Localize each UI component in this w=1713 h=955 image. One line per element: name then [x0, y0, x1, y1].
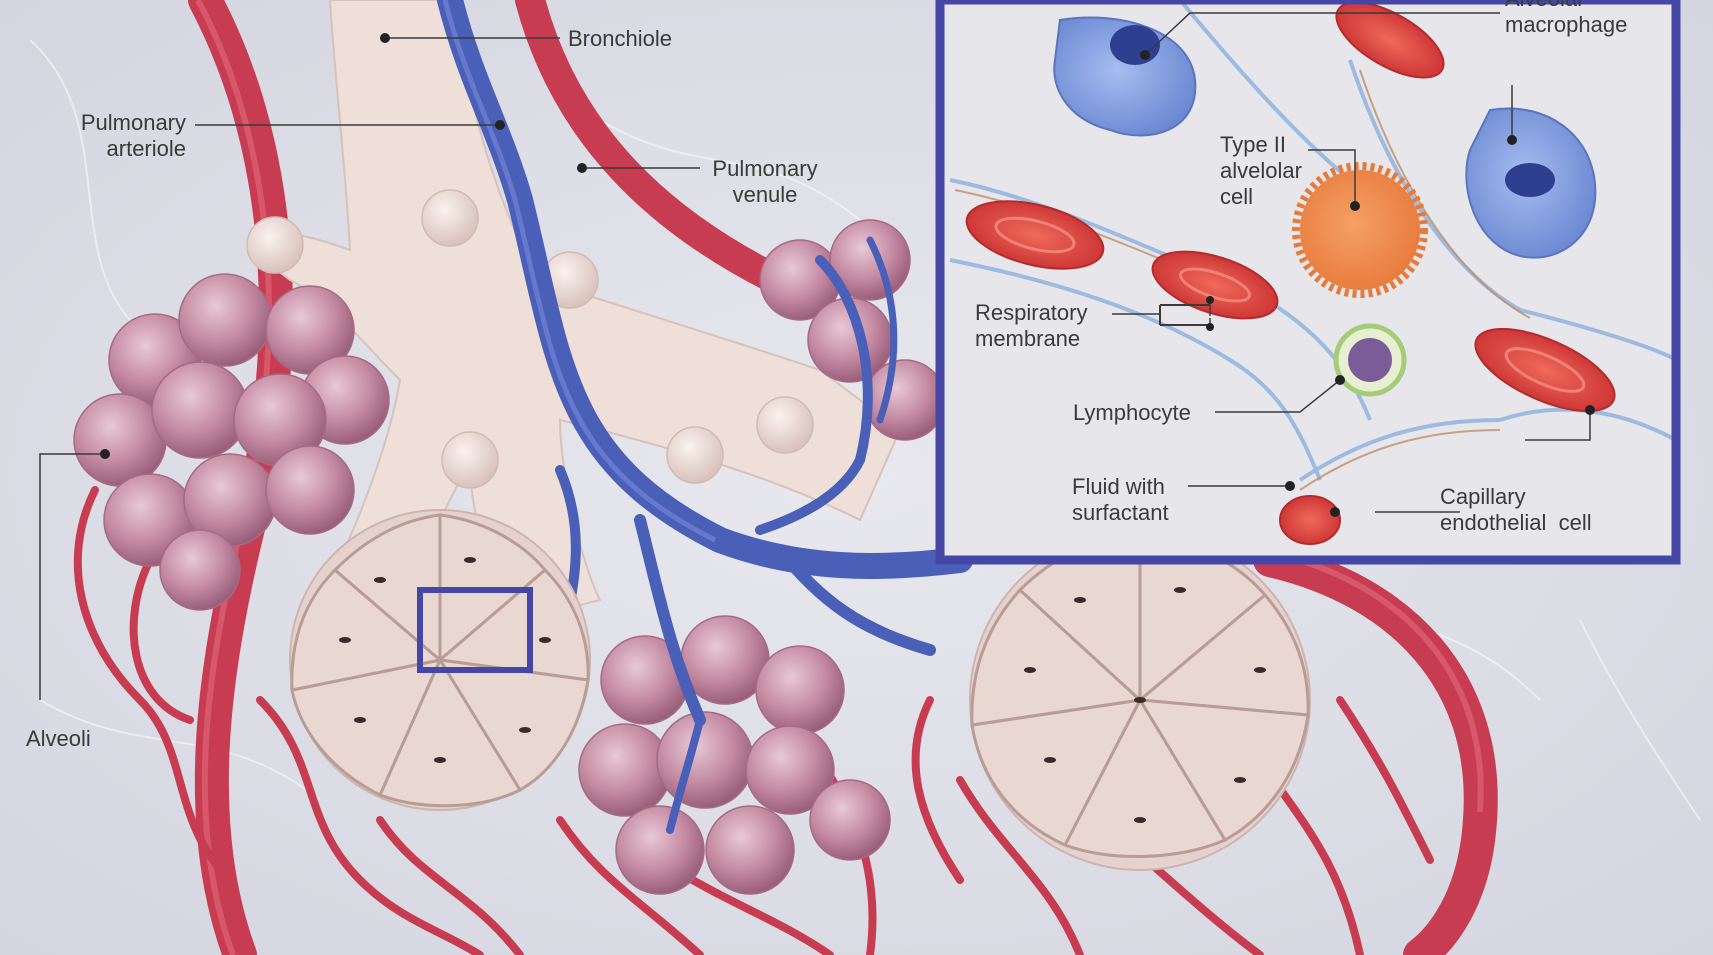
label-pulmonary-venule: Pulmonary venule	[690, 156, 840, 208]
alveolar-sac-section-right	[970, 530, 1310, 870]
alveolar-sac-section-left	[290, 510, 590, 810]
label-pulmonary-venule-line-1: Pulmonary	[690, 156, 840, 182]
label-alveolar-macrophage: Alveolar macrophage	[1505, 0, 1627, 38]
label-capillary-line-1: Capillary	[1440, 484, 1592, 510]
label-pulmonary-arteriole-line-2: arteriole	[46, 136, 186, 162]
label-lymphocyte: Lymphocyte	[1073, 400, 1191, 426]
label-fluid-line-2: surfactant	[1072, 500, 1169, 526]
label-respiratory-membrane: Respiratory membrane	[975, 300, 1087, 352]
inset-panel	[940, 0, 1676, 560]
label-type-ii-alveolar-cell: Type II alvelolar cell	[1220, 132, 1302, 210]
label-fluid-with-surfactant: Fluid with surfactant	[1072, 474, 1169, 526]
label-capillary-endothelial-cell: Capillary endothelial cell	[1440, 484, 1592, 536]
label-pulmonary-venule-line-2: venule	[690, 182, 840, 208]
label-alveolar-macrophage-line-1: Alveolar	[1505, 0, 1627, 12]
label-respiratory-membrane-line-1: Respiratory	[975, 300, 1087, 326]
label-capillary-line-2: endothelial cell	[1440, 510, 1592, 536]
label-type-ii-line-2: alvelolar	[1220, 158, 1302, 184]
label-fluid-line-1: Fluid with	[1072, 474, 1169, 500]
label-type-ii-line-3: cell	[1220, 184, 1302, 210]
label-alveoli: Alveoli	[26, 726, 91, 752]
label-alveolar-macrophage-line-2: macrophage	[1505, 12, 1627, 38]
label-respiratory-membrane-line-2: membrane	[975, 326, 1087, 352]
label-type-ii-line-1: Type II	[1220, 132, 1302, 158]
lymphocyte-cell	[1336, 326, 1404, 394]
label-pulmonary-arteriole-line-1: Pulmonary	[46, 110, 186, 136]
label-bronchiole: Bronchiole	[568, 26, 672, 52]
label-pulmonary-arteriole: Pulmonary arteriole	[46, 110, 186, 162]
